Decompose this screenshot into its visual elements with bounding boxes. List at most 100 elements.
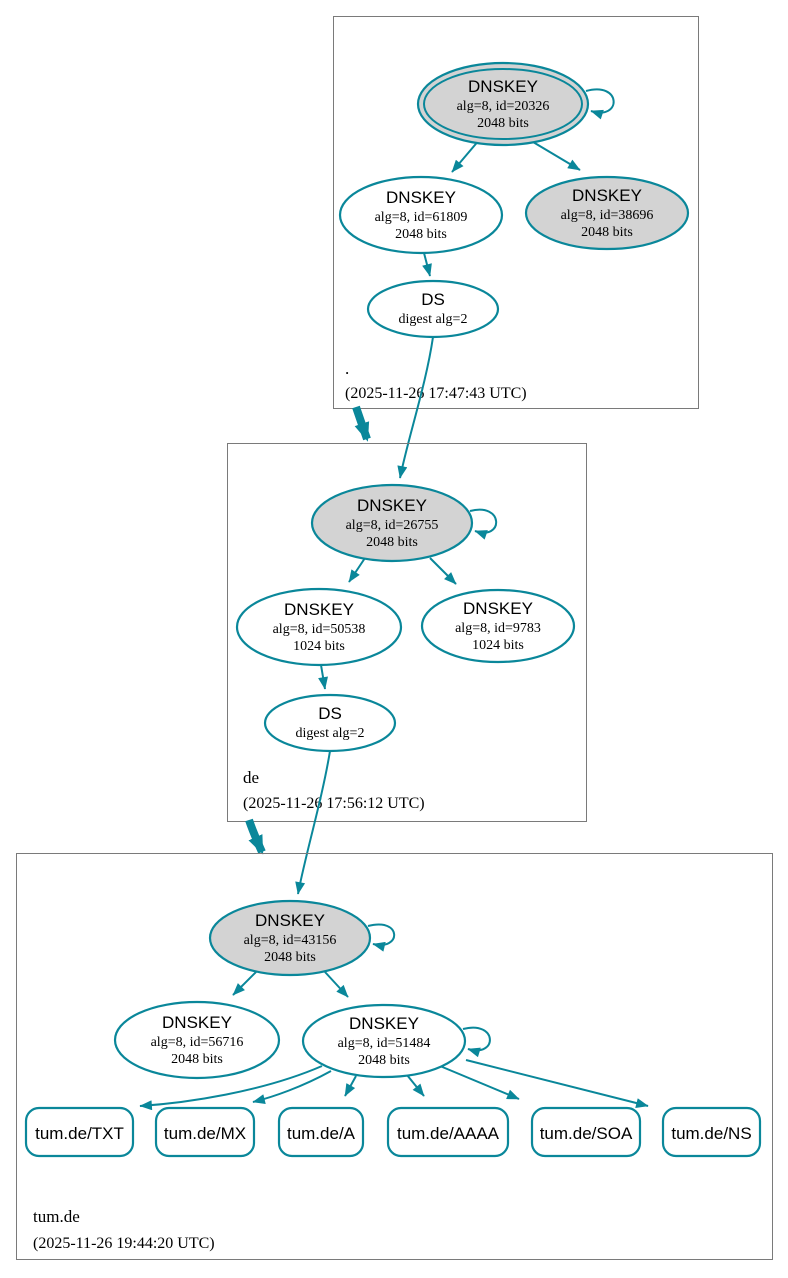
zone-root-label: .: [345, 359, 349, 378]
dnskey-9783-alg-id: alg=8, id=9783: [455, 621, 541, 636]
dnskey-56716-ellipse: [113, 1000, 281, 1080]
dnskey-50538-alg-id: alg=8, id=50538: [273, 622, 366, 637]
dnskey-61809-ellipse: [338, 175, 504, 255]
rrset-mx-label: tum.de/MX: [164, 1124, 246, 1143]
dnskey-20326-title: DNSKEY: [468, 77, 538, 96]
rrset-tumde-a: tum.de/A: [277, 1106, 365, 1158]
dnskey-9783-ellipse: [420, 588, 576, 664]
dnskey-43156-node: DNSKEY alg=8, id=43156 2048 bits: [208, 899, 372, 977]
delegation-arrow-de-to-tumde: [245, 818, 266, 855]
root-ds-digest: digest alg=2: [399, 312, 468, 327]
rrset-tumde-aaaa: tum.de/AAAA: [386, 1106, 510, 1158]
dnskey-51484-bits: 2048 bits: [358, 1053, 410, 1068]
dnskey-51484-alg-id: alg=8, id=51484: [338, 1036, 431, 1051]
zone-tumde-timestamp: (2025-11-26 19:44:20 UTC): [33, 1235, 215, 1252]
edge-root-ksk-to-key2: [527, 138, 581, 171]
edge-de-ksk-to-zsk: [348, 557, 366, 583]
root-ds-title: DS: [421, 290, 445, 309]
dnskey-9783-title: DNSKEY: [463, 599, 533, 618]
dnskey-20326-alg-id: alg=8, id=20326: [457, 99, 550, 114]
edge-de-ds-to-tumde-ksk: [295, 750, 331, 895]
zone-root-timestamp: (2025-11-26 17:47:43 UTC): [345, 385, 527, 402]
rrset-tumde-mx: tum.de/MX: [154, 1106, 256, 1158]
edge-zsk-to-rrset-soa: [439, 1065, 520, 1100]
dnskey-26755-node: DNSKEY alg=8, id=26755 2048 bits: [310, 483, 474, 563]
zone-tumde-label: tum.de: [33, 1207, 80, 1226]
edge-root-ksk-self-loop: [585, 88, 615, 120]
zone-tumde-border: [16, 853, 773, 1260]
delegation-arrow-root-to-de: [352, 405, 371, 442]
zone-root-border: [333, 16, 699, 409]
edge-tumde-ksk-to-zsk: [324, 971, 349, 998]
dnskey-61809-title: DNSKEY: [386, 188, 456, 207]
rrset-a-box: [277, 1106, 365, 1158]
dnskey-20326-node: DNSKEY alg=8, id=20326 2048 bits: [416, 61, 590, 147]
de-ds-title: DS: [318, 704, 342, 723]
root-ds-node: DS digest alg=2: [366, 279, 500, 339]
dnskey-56716-node: DNSKEY alg=8, id=56716 2048 bits: [113, 1000, 281, 1080]
edge-de-zsk-to-ds: [318, 664, 328, 690]
edge-zsk-to-rrset-ns: [465, 1059, 649, 1108]
dnskey-56716-title: DNSKEY: [162, 1013, 232, 1032]
dnskey-20326-inner-ellipse: [423, 68, 583, 140]
dnskey-38696-node: DNSKEY alg=8, id=38696 2048 bits: [524, 175, 690, 251]
edge-root-ds-to-de-ksk: [397, 336, 434, 479]
edge-tumde-zsk-self-loop: [462, 1026, 491, 1058]
dnskey-51484-node: DNSKEY alg=8, id=51484 2048 bits: [301, 1003, 467, 1079]
dnskey-50538-node: DNSKEY alg=8, id=50538 1024 bits: [235, 587, 403, 667]
dnskey-26755-alg-id: alg=8, id=26755: [346, 518, 439, 533]
de-ds-digest: digest alg=2: [296, 726, 365, 741]
dnskey-43156-alg-id: alg=8, id=43156: [244, 933, 337, 948]
dnskey-9783-node: DNSKEY alg=8, id=9783 1024 bits: [420, 588, 576, 664]
edge-zsk-to-rrset-txt: [139, 1065, 323, 1111]
zone-de-cluster: DNSKEY alg=8, id=26755 2048 bits DNSKEY …: [227, 443, 587, 822]
zone-de-timestamp: (2025-11-26 17:56:12 UTC): [243, 795, 425, 812]
dnskey-43156-bits: 2048 bits: [264, 950, 316, 965]
dnskey-61809-alg-id: alg=8, id=61809: [375, 210, 468, 225]
edge-tumde-ksk-to-key2: [232, 971, 257, 996]
dnskey-26755-bits: 2048 bits: [366, 535, 418, 550]
zone-root-cluster: DNSKEY alg=8, id=20326 2048 bits DNSKEY …: [333, 16, 699, 409]
rrset-tumde-ns: tum.de/NS: [661, 1106, 762, 1158]
edge-zsk-to-rrset-a: [344, 1075, 357, 1097]
zone-tumde-cluster: DNSKEY alg=8, id=43156 2048 bits DNSKEY …: [16, 853, 773, 1260]
dnskey-50538-ellipse: [235, 587, 403, 667]
dnskey-50538-bits: 1024 bits: [293, 639, 345, 654]
dnskey-38696-title: DNSKEY: [572, 186, 642, 205]
rrset-tumde-txt: tum.de/TXT: [24, 1106, 135, 1158]
rrset-aaaa-box: [386, 1106, 510, 1158]
dnskey-43156-title: DNSKEY: [255, 911, 325, 930]
rrset-mx-box: [154, 1106, 256, 1158]
rrset-a-label: tum.de/A: [287, 1124, 356, 1143]
de-ds-node: DS digest alg=2: [263, 693, 397, 753]
dnskey-38696-bits: 2048 bits: [581, 225, 633, 240]
rrset-aaaa-label: tum.de/AAAA: [397, 1124, 500, 1143]
dnskey-38696-ellipse: [524, 175, 690, 251]
zone-de-label: de: [243, 768, 259, 787]
rrset-ns-label: tum.de/NS: [671, 1124, 751, 1143]
dnskey-56716-alg-id: alg=8, id=56716: [151, 1035, 244, 1050]
zone-de-border: [227, 443, 587, 822]
dnskey-26755-ellipse: [310, 483, 474, 563]
rrset-soa-label: tum.de/SOA: [540, 1124, 633, 1143]
edge-root-ksk-to-zsk: [451, 138, 481, 173]
dnskey-61809-bits: 2048 bits: [395, 227, 447, 242]
dnskey-38696-alg-id: alg=8, id=38696: [561, 208, 654, 223]
dnskey-61809-node: DNSKEY alg=8, id=61809 2048 bits: [338, 175, 504, 255]
dnskey-51484-title: DNSKEY: [349, 1014, 419, 1033]
dnskey-20326-bits: 2048 bits: [477, 116, 529, 131]
dnskey-20326-outer-ellipse: [416, 61, 590, 147]
dnskey-26755-title: DNSKEY: [357, 496, 427, 515]
edge-zsk-to-rrset-mx: [252, 1070, 332, 1104]
rrset-soa-box: [530, 1106, 642, 1158]
edge-zsk-to-rrset-aaaa: [406, 1074, 425, 1097]
dnskey-43156-ellipse: [208, 899, 372, 977]
dnskey-56716-bits: 2048 bits: [171, 1052, 223, 1067]
dnskey-51484-ellipse: [301, 1003, 467, 1079]
rrset-tumde-soa: tum.de/SOA: [530, 1106, 642, 1158]
rrset-txt-box: [24, 1106, 135, 1158]
rrset-txt-label: tum.de/TXT: [35, 1124, 124, 1143]
rrset-ns-box: [661, 1106, 762, 1158]
